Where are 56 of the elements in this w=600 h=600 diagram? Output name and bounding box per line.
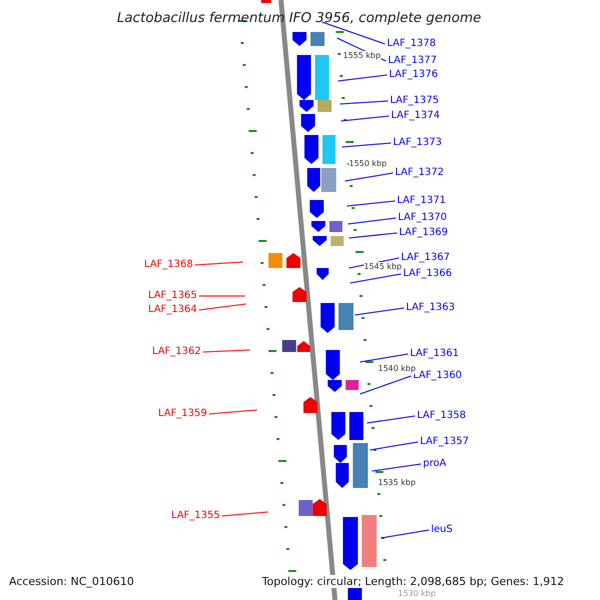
gene-label: LAF_1362 (152, 346, 201, 358)
leader-line (202, 350, 250, 352)
gene-label: LAF_1378 (387, 38, 436, 50)
leader-line (340, 100, 388, 104)
gene-label: LAF_1372 (395, 167, 444, 179)
gene-label: LAF_1365 (148, 290, 197, 302)
gene-label: LAF_1370 (398, 212, 447, 224)
leader-line (372, 464, 422, 472)
leader-line (366, 416, 416, 424)
gene-label: LAF_1371 (397, 195, 446, 207)
gene-label: LAF_1361 (410, 348, 459, 360)
leader-line (350, 274, 402, 284)
leader-line (360, 354, 408, 362)
leader-line (198, 304, 246, 310)
gene-label: LAF_1368 (144, 259, 193, 271)
gene-label: LAF_1358 (417, 410, 466, 422)
leader-line (370, 442, 418, 450)
leader-line (208, 410, 258, 414)
gene-label: LAF_1373 (393, 137, 442, 149)
scale-label: 1545 kbp (364, 262, 402, 272)
scale-label: 1550 kbp (349, 159, 387, 169)
leader-line (354, 308, 404, 316)
gene-label: LAF_1377 (388, 55, 437, 67)
leader-line (346, 200, 396, 206)
scale-label: 1535 kbp (378, 478, 416, 488)
leader-line (380, 530, 430, 538)
genome-info-text: Topology: circular; Length: 2,098,685 bp; Genes: 1,912 (262, 575, 564, 588)
leader-line (322, 22, 386, 44)
scale-label: 1530 kbp (398, 589, 436, 599)
gene-label: LAF_1355 (171, 510, 220, 522)
leader-line (348, 232, 398, 238)
title: Lactobacillus fermentum IFO 3956, complete genome (117, 10, 482, 26)
gene-label: LAF_1376 (389, 69, 438, 81)
gene-label: LAF_1367 (401, 252, 450, 264)
scale-label: 1540 kbp (378, 364, 416, 374)
leader-line (338, 74, 388, 82)
gene-label: LAF_1366 (403, 268, 452, 280)
leader-line (222, 512, 268, 516)
gene-label: LAF_1374 (391, 110, 440, 122)
scale-label: 1555 kbp (343, 51, 381, 61)
gene-label: LAF_1363 (406, 302, 455, 314)
leader-line (360, 376, 412, 394)
gene-label: LAF_1360 (413, 370, 462, 382)
leader-line (342, 142, 392, 148)
leader-line (194, 262, 244, 266)
gene-label: proA (423, 458, 446, 470)
accession-text: Accession: NC_010610 (9, 575, 134, 588)
gene-label: LAF_1375 (390, 95, 439, 107)
gene-label: LAF_1357 (420, 436, 469, 448)
leader-line (340, 116, 390, 122)
leader-line (344, 172, 394, 182)
gene-label: LAF_1364 (148, 304, 197, 316)
gene-label: LAF_1359 (158, 408, 207, 420)
gene-label: leuS (431, 524, 453, 536)
gene-label: LAF_1369 (399, 227, 448, 239)
leader-line (348, 218, 396, 224)
